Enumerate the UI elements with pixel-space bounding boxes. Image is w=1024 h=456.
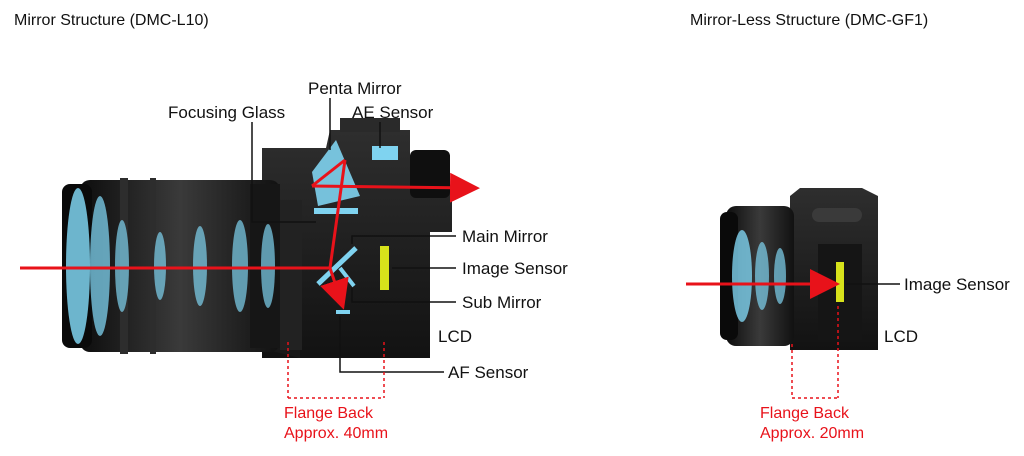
flange-back-marker-right: [791, 306, 839, 399]
flange-back-value-left: Approx. 40mm: [284, 425, 388, 442]
hot-shoe: [340, 118, 400, 132]
leader-lines-left: [251, 98, 456, 373]
label-image-sensor-left: Image Sensor: [462, 259, 568, 278]
label-main-mirror: Main Mirror: [462, 227, 548, 246]
label-penta-mirror: Penta Mirror: [308, 79, 402, 98]
focusing-glass-element: [314, 208, 358, 214]
label-sub-mirror: Sub Mirror: [462, 293, 542, 312]
right-diagram-title: Mirror-Less Structure (DMC-GF1): [690, 12, 929, 29]
dslr-camera: Penta Mirror AE Sensor Focusing Glass Ma…: [20, 79, 568, 442]
label-image-sensor-right: Image Sensor: [904, 275, 1010, 294]
label-af-sensor: AF Sensor: [448, 363, 529, 382]
gf1-dial: [812, 208, 862, 222]
flange-back-label-right: Flange Back: [760, 405, 850, 422]
ae-sensor-element: [372, 146, 398, 160]
zoom-lens: [62, 178, 280, 354]
image-sensor-element: [380, 246, 389, 290]
pancake-lens: [720, 206, 794, 346]
left-diagram-title: Mirror Structure (DMC-L10): [14, 12, 209, 29]
light-path: [20, 158, 480, 310]
mirrorless-camera: Image Sensor LCD Flange Back Approx. 20m…: [686, 188, 1010, 442]
flange-back-label-left: Flange Back: [284, 405, 374, 422]
label-ae-sensor: AE Sensor: [352, 103, 434, 122]
eyepiece: [410, 150, 450, 198]
penta-mirror: [312, 140, 360, 206]
gf1-image-sensor-element: [836, 262, 844, 302]
lens-mount: [280, 200, 302, 350]
flange-back-value-right: Approx. 20mm: [760, 425, 864, 442]
label-lcd-left: LCD: [438, 327, 472, 346]
label-lcd-right: LCD: [884, 327, 918, 346]
label-focusing-glass: Focusing Glass: [168, 103, 285, 122]
flange-back-marker-left: [287, 342, 385, 399]
